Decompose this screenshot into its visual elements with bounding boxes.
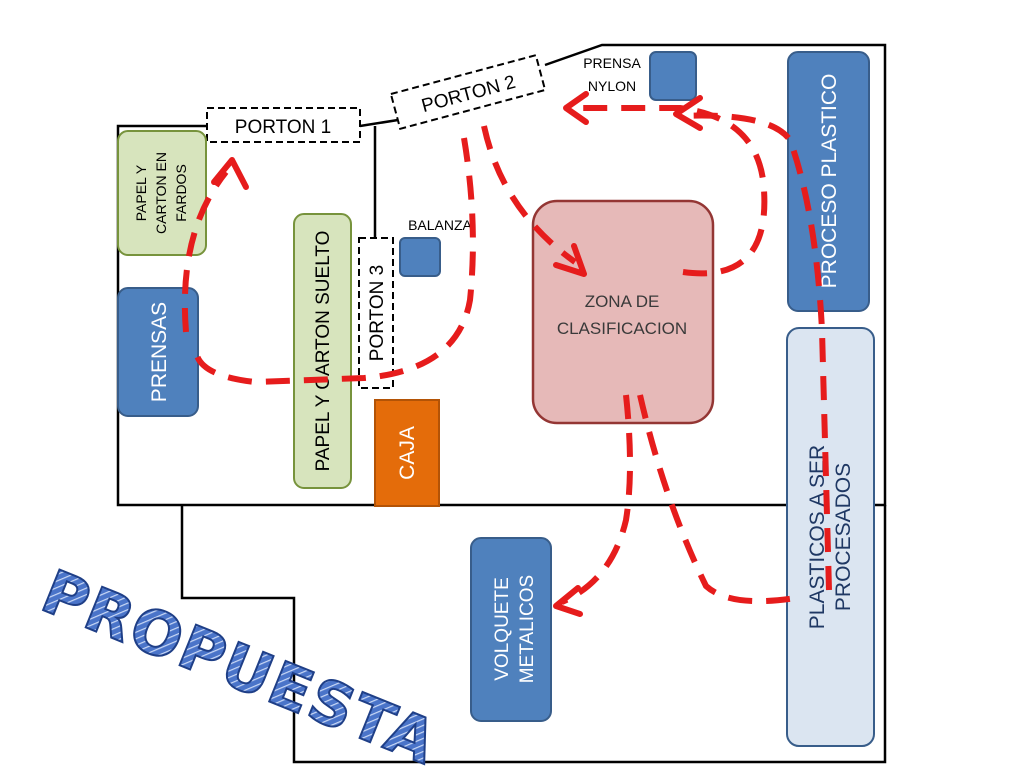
papel-fardos-label-line3: FARDOS: [173, 164, 189, 222]
porton-1-label: PORTON 1: [235, 117, 331, 138]
flow-plasticos-to-prensa-nylon: [679, 112, 832, 591]
prensas-box: [117, 287, 199, 417]
lower-yard-wall: [180, 505, 887, 764]
flow-clasificacion-to-volquete: [560, 394, 633, 605]
flow-porton2-to-prensas: [193, 137, 476, 386]
zona-clasificacion-box: [531, 199, 715, 425]
papel-suelto-label: PAPEL Y CARTON SUELTO: [313, 231, 334, 472]
prensa-nylon-label-line2: NYLON: [588, 78, 636, 94]
papel-suelto-box: [293, 213, 352, 489]
balanza-label: BALANZA: [408, 217, 472, 233]
porton1-to-porton2-wall: [359, 118, 399, 128]
balanza-box: [399, 237, 441, 277]
plasticos-procesados-label-line1: PLASTICOS A SER: [806, 445, 829, 629]
prensa-nylon-label-line1: PRENSA: [583, 55, 641, 71]
flow-arrows: [181, 105, 832, 605]
papel-fardos-label-line2: CARTON EN: [153, 152, 169, 234]
porton-3: PORTON 3: [358, 237, 394, 389]
arrowheads: [211, 91, 703, 617]
porton-3-label: PORTON 3: [367, 265, 388, 361]
proceso-plastico-box: [787, 51, 870, 312]
building-outline: [116, 43, 887, 764]
prensa-nylon-box: [649, 51, 697, 101]
arrowhead-clasificacion: [553, 243, 587, 277]
caja-box: [374, 399, 440, 507]
arrowhead-prensa-nylon-2: [673, 95, 703, 131]
volquete-metalicos-label-line1: VOLQUETE: [492, 577, 513, 680]
prensas-label: PRENSAS: [148, 302, 171, 402]
volquete-metalicos-box: [470, 537, 552, 722]
zona-clasificacion-label-line1: ZONA DE: [585, 292, 660, 311]
flow-porton2-to-clasificacion: [481, 125, 577, 265]
porton-1: PORTON 1: [206, 107, 361, 143]
porton-2: PORTON 2: [389, 53, 547, 131]
arrowhead-porton1: [211, 157, 249, 190]
plasticos-procesados-label-line2: PROCESADOS: [832, 463, 855, 611]
flow-prensas-to-porton1: [181, 170, 229, 333]
papel-fardos-box: [117, 130, 207, 256]
volquete-metalicos-label-line2: METALICOS: [517, 575, 538, 683]
flow-clasificacion-to-plasticos: [637, 394, 797, 605]
propuesta-title: PROPUESTA: [32, 557, 447, 768]
proceso-plastico-label: PROCESO PLASTICO: [818, 74, 841, 289]
papel-fardos-label-line1: PAPEL Y: [133, 164, 149, 221]
caja-label: CAJA: [396, 426, 419, 480]
arrowhead-volquete: [553, 585, 583, 617]
zona-clasificacion-label-line2: CLASIFICACION: [557, 319, 687, 338]
arrowhead-prensa-nylon: [563, 91, 589, 125]
